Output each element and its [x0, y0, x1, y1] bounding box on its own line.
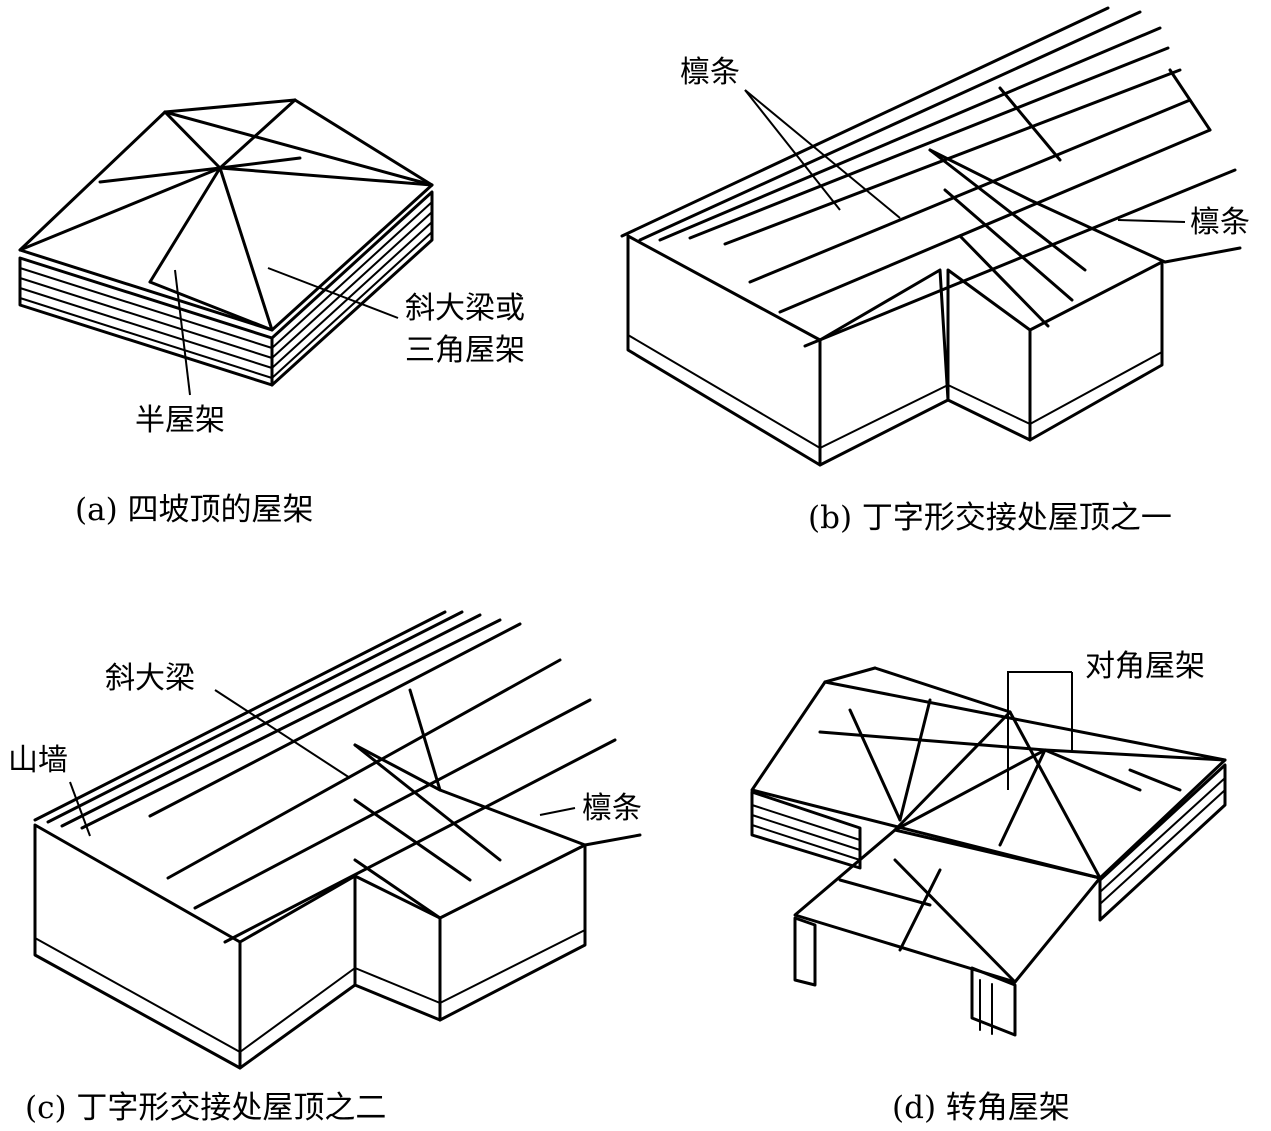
panel-a-caption: (a) 四坡顶的屋架 [75, 492, 314, 528]
panel-c-label-gable-wall: 山墙 [8, 743, 68, 778]
panel-a-label-diag-beam: 斜大梁或 [405, 291, 525, 326]
panel-a-label-half-truss: 半屋架 [135, 403, 225, 438]
panel-b-walls [626, 234, 1164, 467]
panel-c-label-diag-beam: 斜大梁 [105, 661, 195, 696]
panel-d-caption: (d) 转角屋架 [892, 1090, 1070, 1126]
panel-b-purlins [620, 6, 1242, 348]
panel-a-label-truss: 三角屋架 [405, 333, 525, 368]
panel-b-label-purlin-right: 檩条 [1190, 205, 1250, 240]
panel-a-hip-roof-truss: 斜大梁或 三角屋架 半屋架 (a) 四坡顶的屋架 [18, 98, 525, 528]
panel-d-walls [750, 763, 1227, 1037]
panel-b-label-purlin-top: 檩条 [680, 55, 740, 90]
panel-a-wall-block [18, 190, 434, 387]
panel-d-corner-truss: 对角屋架 (d) 转角屋架 [750, 649, 1227, 1126]
panel-c-walls [33, 823, 587, 1070]
panel-c-caption: (c) 丁字形交接处屋顶之二 [25, 1090, 386, 1126]
panel-c-label-purlin: 檩条 [582, 791, 642, 826]
panel-d-label-diag-truss: 对角屋架 [1085, 649, 1205, 684]
panel-a-roof-frame [18, 98, 434, 332]
panel-c-t-junction-roof: 斜大梁 山墙 檩条 (c) 丁字形交接处屋顶之二 [8, 610, 642, 1126]
panel-d-roof-frame [750, 666, 1227, 984]
panel-b-t-junction-roof: 檩条 檩条 (b) 丁字形交接处屋顶之一 [620, 6, 1250, 536]
panel-b-caption: (b) 丁字形交接处屋顶之一 [808, 500, 1172, 536]
